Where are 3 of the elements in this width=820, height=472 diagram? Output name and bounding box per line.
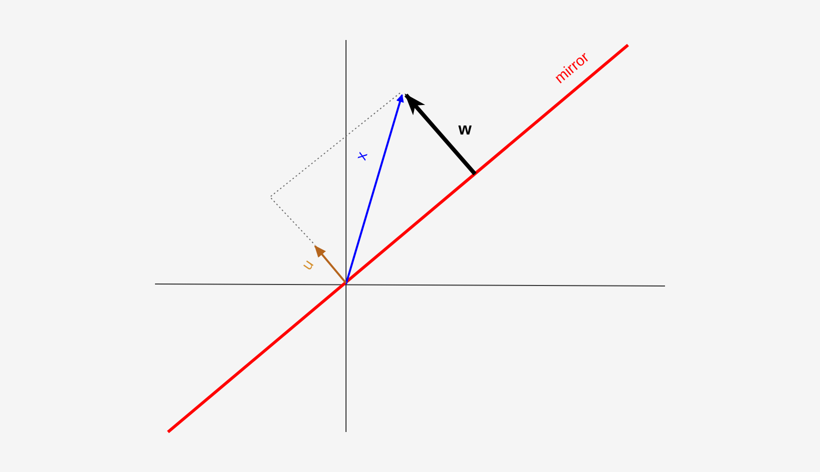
vector-label: w: [458, 120, 472, 138]
vector-label: u: [299, 257, 317, 273]
vector-label: x: [354, 150, 370, 162]
